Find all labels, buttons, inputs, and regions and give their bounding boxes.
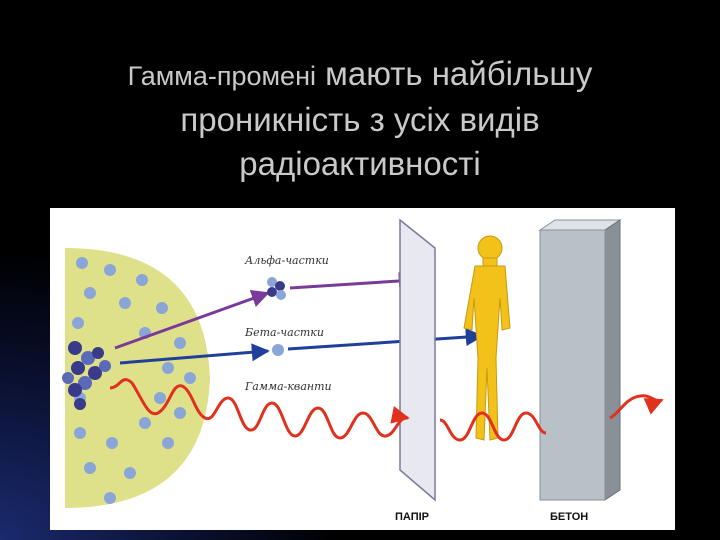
diagram-panel: Альфа-частки Бета-частки Гамма-кванти ПА…: [50, 208, 675, 530]
title-line-3: радіоактивності: [20, 142, 700, 186]
alpha-particle-cluster: [267, 277, 286, 300]
gamma-label: Гамма-кванти: [244, 380, 332, 393]
alpha-label: Альфа-частки: [244, 254, 329, 267]
beta-label: Бета-частки: [244, 326, 324, 339]
paper-label: ПАПІР: [395, 511, 429, 523]
concrete-label: БЕТОН: [550, 511, 588, 523]
radiation-diagram: Альфа-частки Бета-частки Гамма-кванти ПА…: [50, 208, 675, 530]
alpha-path-2: [290, 280, 415, 288]
title-line-2: проникність з усіх видів: [20, 98, 700, 142]
paper-sheet: [400, 220, 435, 500]
title-part-2: мають найбільшу: [325, 55, 592, 92]
beta-particle: [272, 344, 284, 356]
radioactive-source: [62, 248, 210, 508]
title-part-1: Гамма-промені: [128, 61, 316, 91]
concrete-block: [540, 220, 620, 500]
slide-title: Гамма-промені мають найбільшу проникніст…: [20, 52, 700, 186]
title-line-1: Гамма-промені мають найбільшу: [20, 52, 700, 98]
